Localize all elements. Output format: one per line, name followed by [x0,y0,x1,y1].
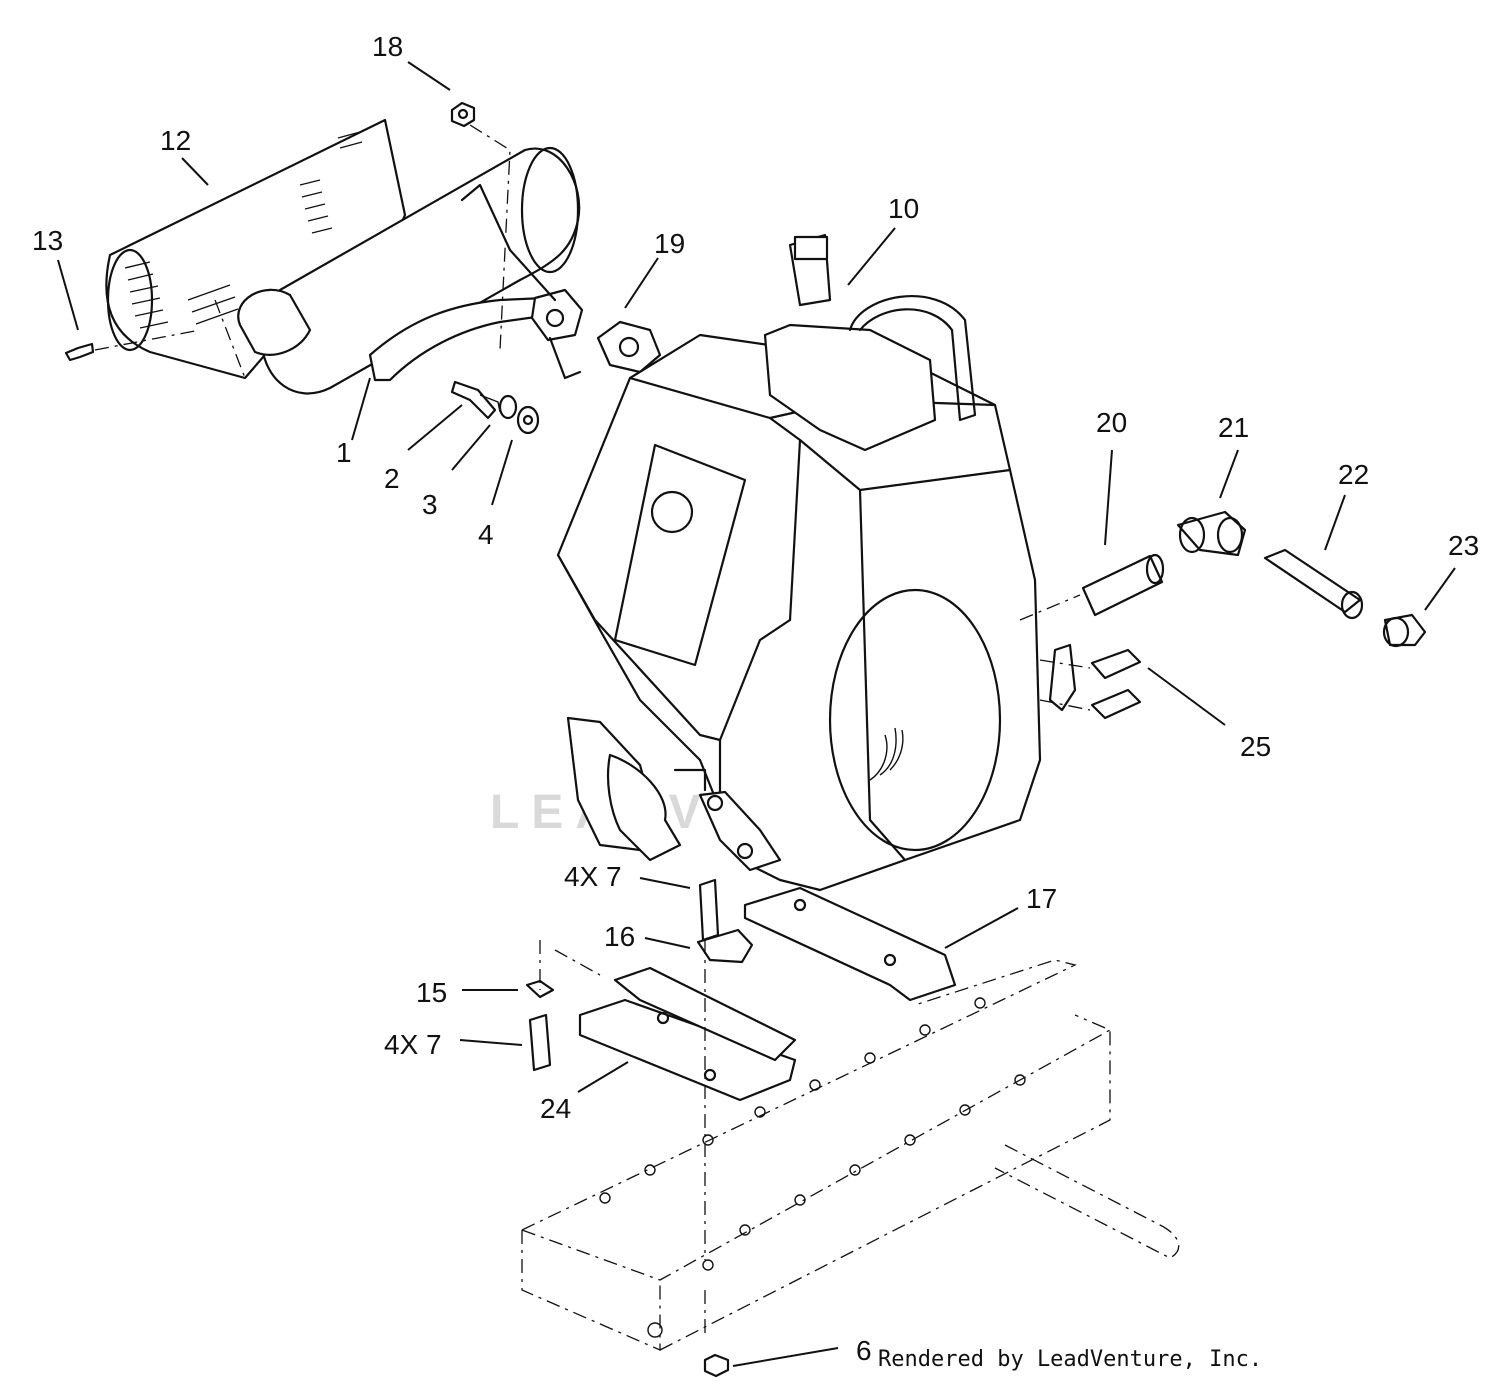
frame-phantom-part [94,124,1180,1378]
callout-17: 17 [1026,883,1057,914]
callout-13: 13 [32,225,63,256]
callout-21: 21 [1218,412,1249,443]
callout-1: 1 [336,437,352,468]
callout-18: 18 [372,31,403,62]
bolts-25-part[interactable] [1048,643,1142,720]
exhaust-gasket-part[interactable] [596,320,662,374]
callout-15: 15 [416,977,447,1008]
callout-16: 16 [604,921,635,952]
mounting-plate-17-part[interactable] [743,886,957,1002]
callout-3: 3 [422,489,438,520]
callout-25: 25 [1240,731,1271,762]
hardware-16-part[interactable] [525,878,754,1072]
nut-18-part[interactable] [450,101,476,128]
callout-22: 22 [1338,459,1369,490]
engine-part[interactable] [556,233,1042,892]
elbow-21-part[interactable] [1176,510,1247,557]
leader-lines [57,61,1456,1367]
callout-6: 6 [856,1335,872,1366]
callout-4x7-lower: 4X 7 [384,1029,442,1060]
cap-23-part[interactable] [1382,613,1427,648]
callout-2: 2 [384,463,400,494]
callout-19: 19 [654,228,685,259]
callout-10: 10 [888,193,919,224]
callout-24: 24 [540,1093,571,1124]
callout-4x7-upper: 4X 7 [564,861,622,892]
callout-20: 20 [1096,407,1127,438]
screw-13-part[interactable] [64,342,95,362]
pipe-nipple-22-part[interactable] [1263,548,1364,620]
bolt-washer-set-part[interactable] [450,380,540,435]
callout-labels: 18 12 13 19 10 1 2 3 4 20 21 22 23 25 4X… [32,31,1479,1366]
mounting-plate-24-part[interactable] [578,966,797,1102]
muffler-part[interactable] [237,146,584,395]
callout-4: 4 [478,519,494,550]
pipe-nipple-20-part[interactable] [1081,553,1165,617]
callout-23: 23 [1448,530,1479,561]
credit-text: Rendered by LeadVenture, Inc. [878,1347,1262,1372]
callout-12: 12 [160,125,191,156]
